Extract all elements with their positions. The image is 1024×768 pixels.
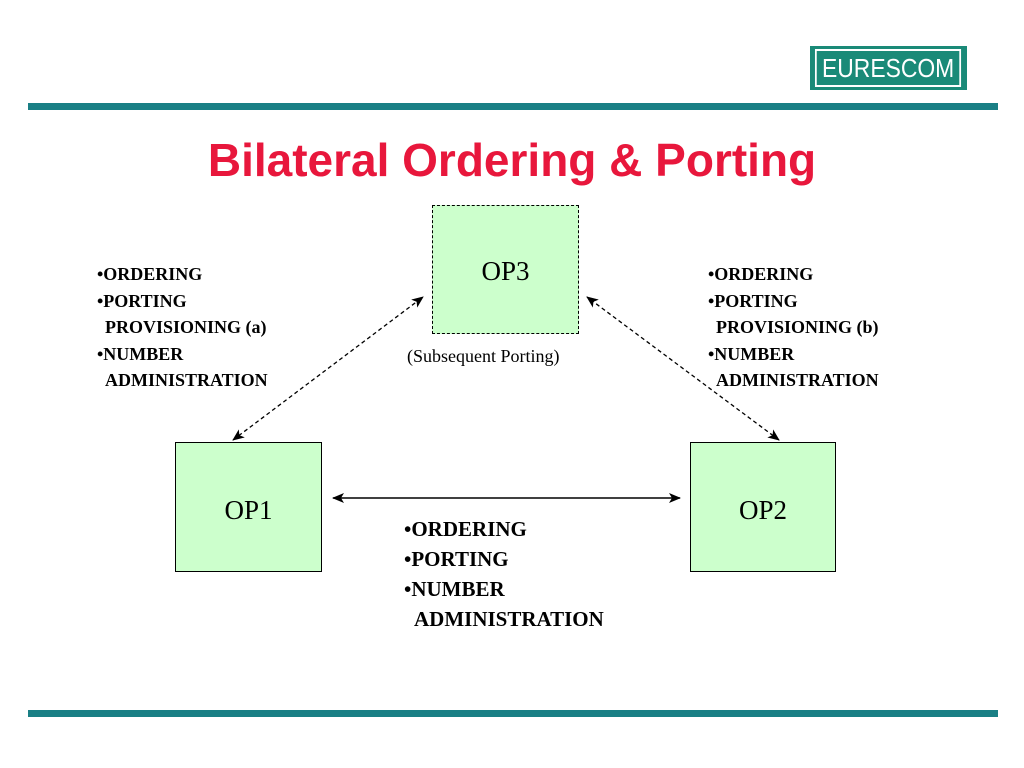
list-item: •NUMBER xyxy=(97,343,184,364)
op2-op3-dashed-arrow xyxy=(586,296,780,441)
left-function-list: •ORDERING •PORTING PROVISIONING (a) •NUM… xyxy=(97,261,268,394)
top-divider xyxy=(28,103,998,110)
right-function-list: •ORDERING •PORTING PROVISIONING (b) •NUM… xyxy=(708,261,879,394)
op1-op3-dashed-arrow xyxy=(232,296,424,441)
node-op2: OP2 xyxy=(690,442,836,572)
list-item: •ORDERING xyxy=(708,264,814,284)
list-item: •NUMBER xyxy=(708,343,795,364)
list-item: •PORTING xyxy=(97,290,187,311)
list-item: ADMINISTRATION xyxy=(105,370,268,390)
node-op1-label: OP1 xyxy=(224,495,273,525)
list-item: •NUMBER xyxy=(404,577,505,601)
list-item: ADMINISTRATION xyxy=(414,607,604,631)
op3-caption: (Subsequent Porting) xyxy=(407,346,560,366)
slide-title: Bilateral Ordering & Porting xyxy=(207,134,817,186)
list-item: PROVISIONING (b) xyxy=(716,317,879,337)
list-item: •PORTING xyxy=(708,290,798,311)
node-op3-label: OP3 xyxy=(481,256,530,286)
list-item: •ORDERING xyxy=(404,517,527,541)
node-op3: OP3 xyxy=(432,205,579,334)
node-op1: OP1 xyxy=(175,442,322,572)
list-item: ADMINISTRATION xyxy=(716,370,879,390)
list-item: •PORTING xyxy=(404,547,509,571)
list-item: PROVISIONING (a) xyxy=(105,317,267,337)
node-op2-label: OP2 xyxy=(738,495,787,525)
eurescom-logo: EURESCOM xyxy=(810,46,967,90)
logo-text: EURESCOM xyxy=(815,49,962,87)
bottom-function-list: •ORDERING •PORTING •NUMBER ADMINISTRATIO… xyxy=(404,514,604,634)
bottom-divider xyxy=(28,710,998,717)
list-item: •ORDERING xyxy=(97,264,203,284)
